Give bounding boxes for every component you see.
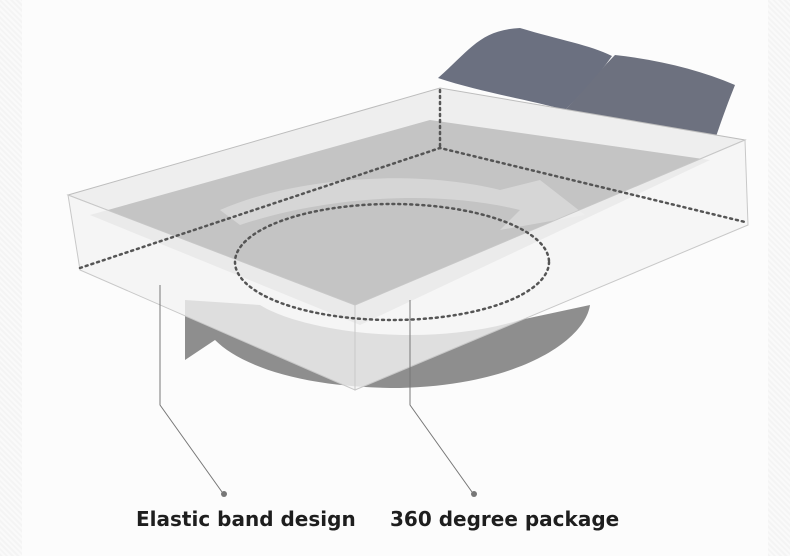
leader-line-package [409, 300, 473, 493]
leader-dot-elastic [221, 491, 227, 497]
pillow-left [438, 28, 612, 110]
leader-dot-package [471, 491, 477, 497]
leader-line-elastic [159, 285, 223, 493]
elastic-band-label: Elastic band design [136, 507, 356, 531]
package-label: 360 degree package [390, 507, 620, 531]
rotation-arrow-top [220, 178, 585, 230]
mattress-side [354, 139, 749, 391]
dotted-band-line [78, 146, 747, 270]
dotted-wrap-ellipse [233, 202, 551, 322]
pillow-right [565, 55, 735, 148]
